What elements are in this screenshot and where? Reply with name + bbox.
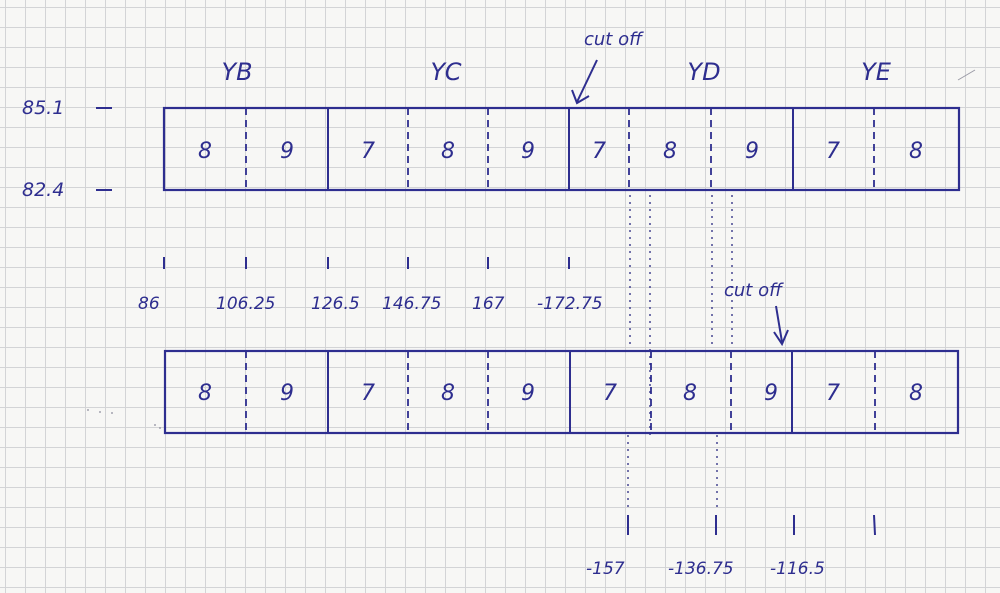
bottom-cell-digit: 8 — [441, 381, 455, 406]
scale-label: 86 — [138, 294, 160, 314]
section-label-yc: YC — [431, 58, 462, 86]
section-label-yd: YD — [687, 58, 720, 86]
bottom-cell-digit: 9 — [280, 381, 294, 406]
bottom-cell-digit: 9 — [764, 381, 778, 406]
cutoff-annotation-top: cut off — [571, 29, 644, 105]
bottom-cell-digit: 7 — [826, 381, 840, 406]
bottom-cell-digit: 8 — [683, 381, 697, 406]
bottom-cell-digit: 8 — [198, 381, 212, 406]
bottom-strip: 8 9 7 8 9 7 8 9 7 8 — [163, 349, 960, 435]
scale-label: -116.5 — [770, 559, 825, 579]
scale-label: 126.5 — [311, 294, 360, 314]
bottom-strip-frame — [163, 349, 960, 435]
stray-mark — [957, 69, 976, 81]
stray-marks — [87, 409, 161, 429]
scale-label: 106.25 — [216, 294, 275, 314]
y-label-lower: 82.4 — [22, 179, 64, 201]
cutoff-annotation-bottom: cut off — [724, 280, 789, 347]
bottom-cell-digit: 7 — [603, 381, 617, 406]
top-cell-digit: 7 — [826, 139, 840, 164]
section-label-ye: YE — [861, 58, 892, 86]
bottom-cell-digit: 7 — [361, 381, 375, 406]
bottom-cell-digit: 9 — [521, 381, 535, 406]
top-cell-digit: 7 — [592, 139, 606, 164]
top-strip-frame — [162, 106, 961, 192]
section-label-yb: YB — [221, 58, 252, 86]
arrow-icon — [576, 59, 598, 103]
scale-label: -157 — [586, 559, 625, 579]
top-cell-digit: 7 — [361, 139, 375, 164]
top-cell-digit: 9 — [521, 139, 535, 164]
top-cell-digit: 9 — [280, 139, 294, 164]
scale-label: 146.75 — [382, 294, 441, 314]
section-labels: YB YC YD YE — [221, 58, 891, 86]
guide-lines — [627, 195, 733, 510]
scale-label: -136.75 — [668, 559, 734, 579]
cutoff-label-top: cut off — [584, 29, 644, 50]
top-cell-digit: 8 — [198, 139, 212, 164]
y-label-upper: 85.1 — [22, 97, 64, 119]
bottom-scale: -157 -136.75 -116.5 — [586, 514, 876, 579]
bottom-cell-digit: 8 — [909, 381, 923, 406]
arrowhead-icon — [571, 89, 590, 105]
arrow-icon — [775, 305, 783, 343]
arrowhead-icon — [773, 329, 789, 347]
scale-label: 167 — [472, 294, 505, 314]
top-cell-digit: 8 — [441, 139, 455, 164]
top-strip: 8 9 7 8 9 7 8 9 7 8 — [162, 106, 961, 192]
top-cell-digit: 9 — [745, 139, 759, 164]
top-cell-digit: 8 — [909, 139, 923, 164]
scale-tick — [873, 514, 876, 536]
top-cell-digit: 8 — [663, 139, 677, 164]
y-labels: 85.1 82.4 — [22, 97, 112, 201]
scale-label: -172.75 — [537, 294, 603, 314]
top-scale: 86 106.25 126.5 146.75 167 -172.75 — [138, 257, 603, 314]
cutoff-label-bottom: cut off — [724, 280, 784, 301]
